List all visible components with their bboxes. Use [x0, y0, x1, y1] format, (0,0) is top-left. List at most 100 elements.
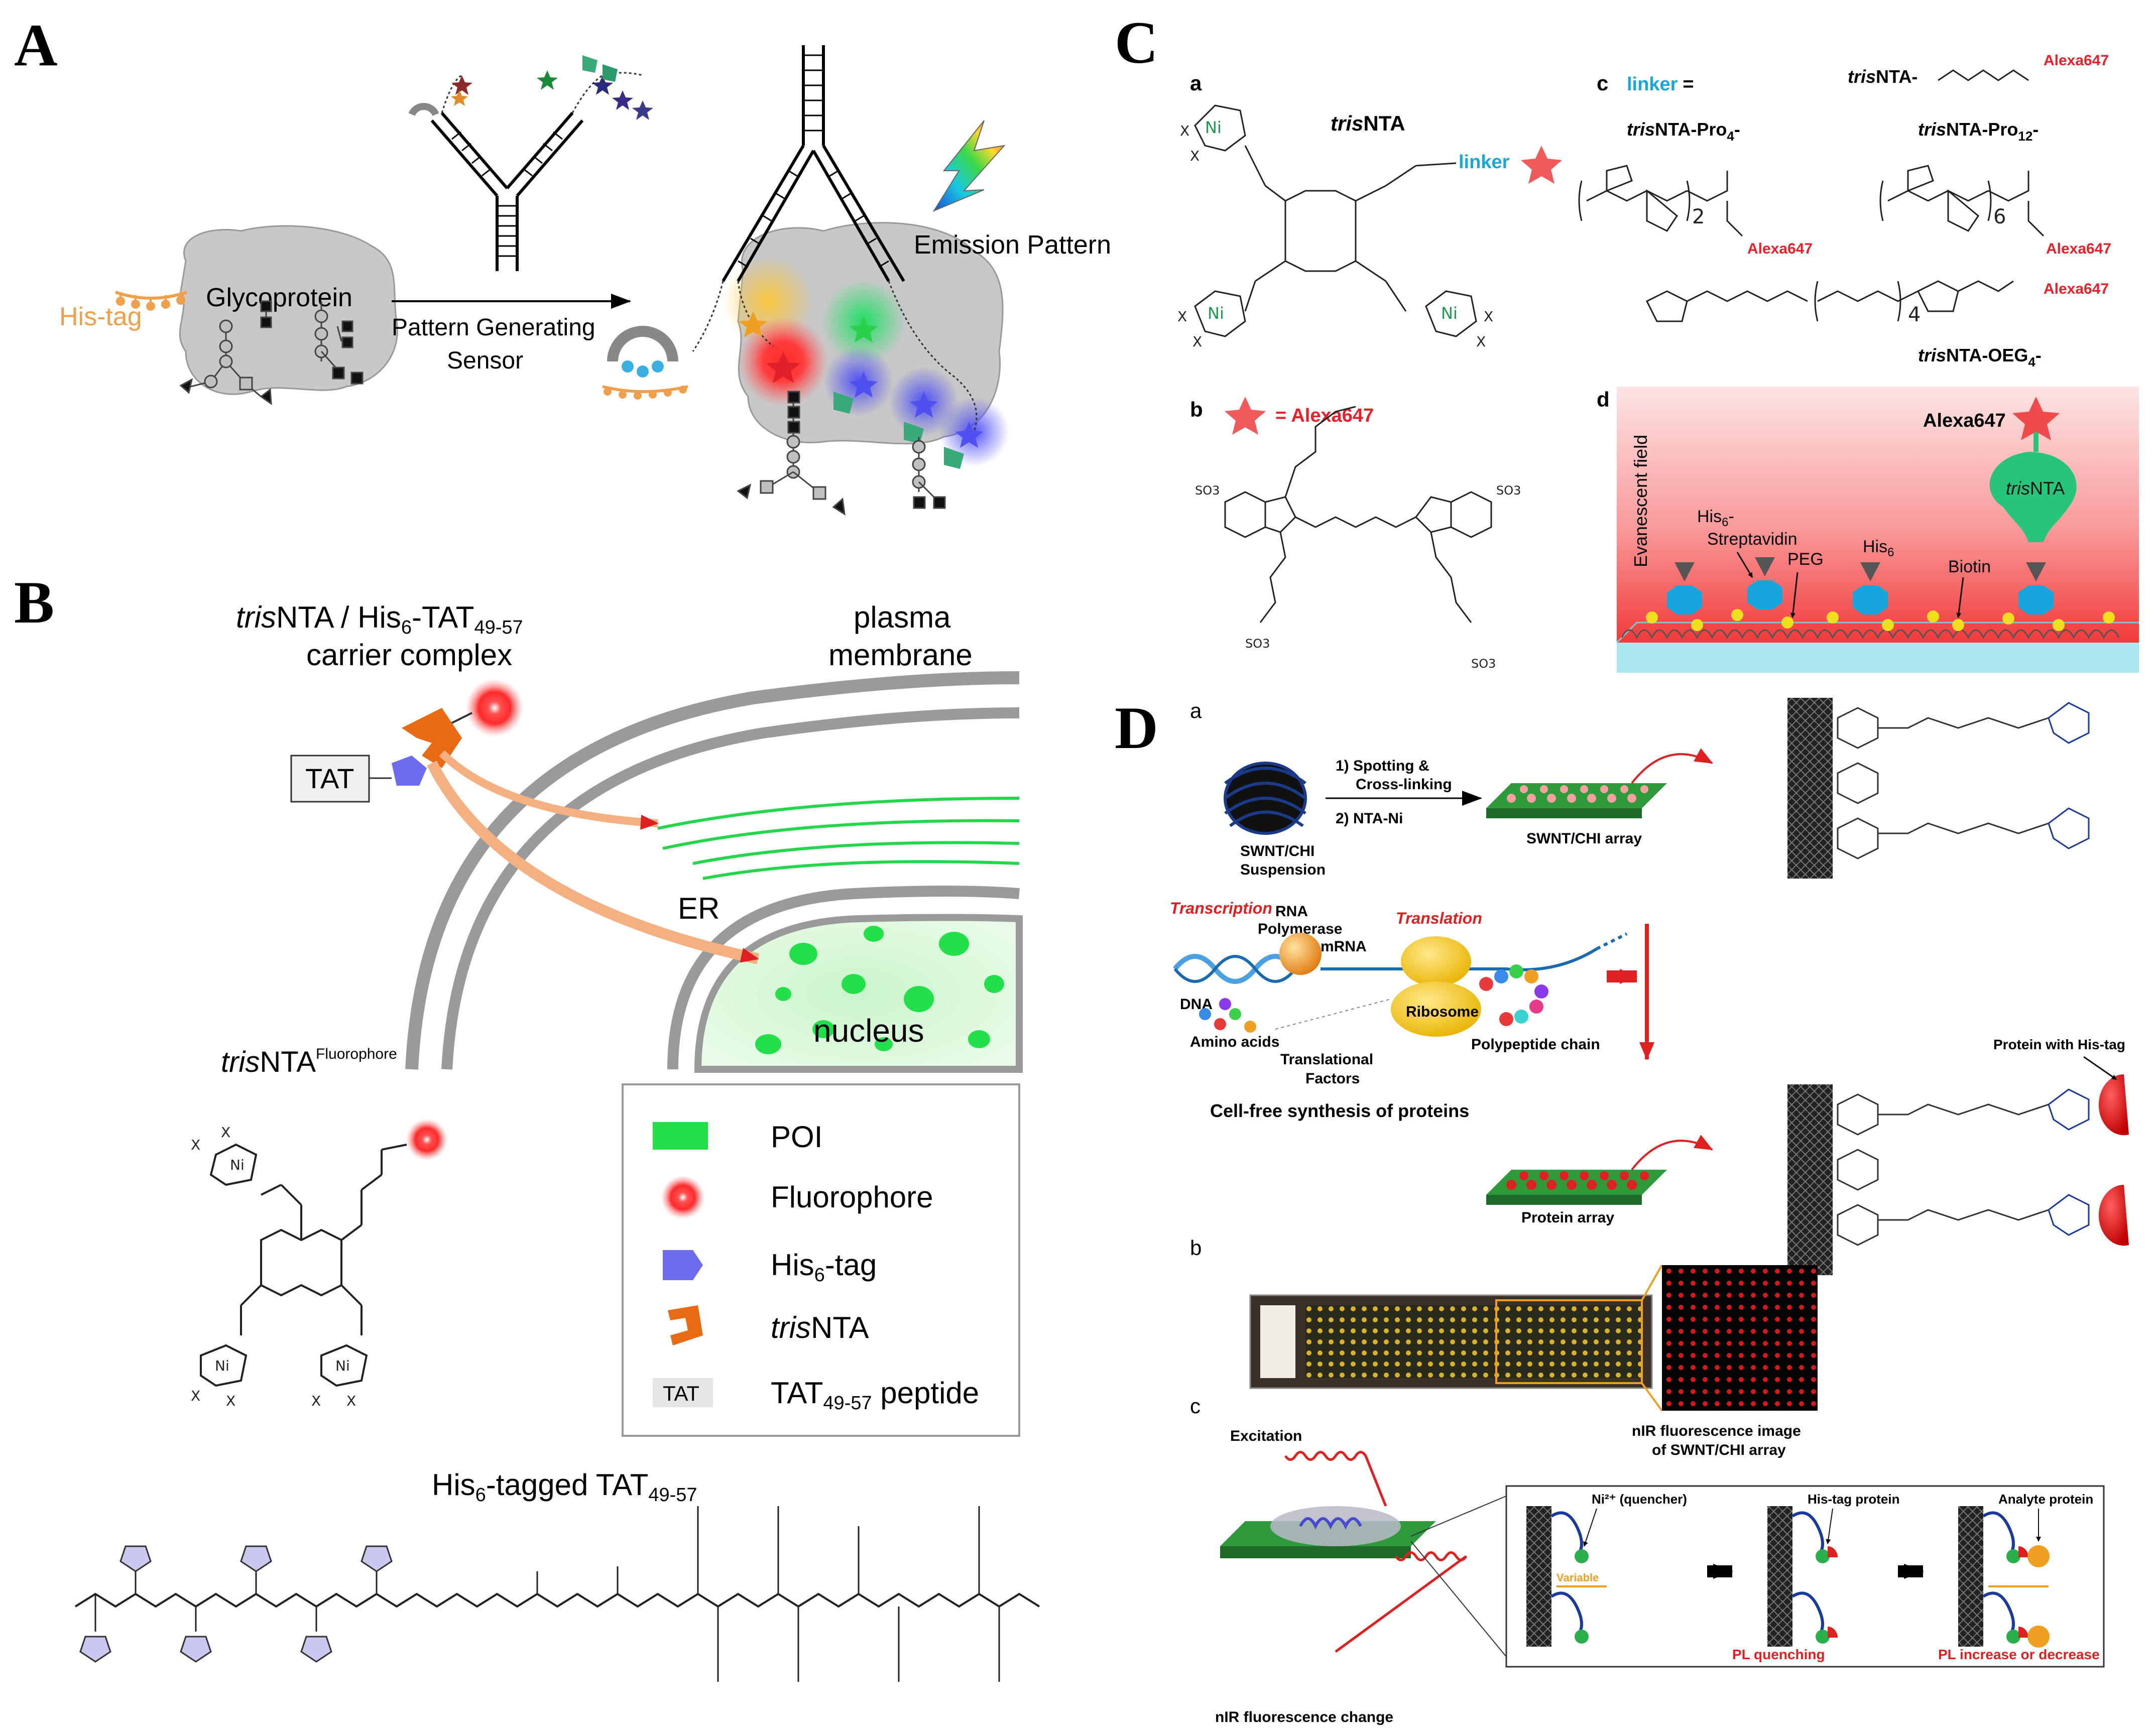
- d-b-nir-2: of SWNT/CHI array: [1652, 1442, 1786, 1458]
- d-step1b: Cross-linking: [1356, 776, 1452, 793]
- svg-text:SO3: SO3: [1195, 483, 1220, 498]
- c-a-structure: [1194, 104, 1477, 337]
- trisnta-fluor-ni-labels: Ni Ni Ni X X X X X X: [191, 1124, 356, 1409]
- emission-label: Emission Pattern: [914, 230, 1111, 260]
- nucleus-body: [694, 914, 1023, 1073]
- c-d-streptavidins: [1667, 580, 2054, 614]
- analyte-label: Analyte protein: [1998, 1492, 2093, 1507]
- c-c-pro4-title: trisNTA-Pro4-: [1627, 119, 1740, 144]
- svg-text:X: X: [221, 1124, 230, 1141]
- chitosan-structure-bottom: [1837, 1093, 2049, 1246]
- panel-letter-b: B: [14, 569, 54, 636]
- amino-acid-dots: [1199, 998, 1256, 1033]
- panel-letter-a: A: [14, 12, 58, 78]
- svg-text:X: X: [1180, 122, 1189, 139]
- svg-text:4: 4: [1908, 303, 1921, 326]
- c-c-trisnta-dash: trisNTA-: [1848, 66, 1918, 87]
- swnt-tube-bottom: [1787, 1084, 1833, 1275]
- d-c-mechanism-box: [1505, 1485, 2105, 1668]
- c-d-biotin-label: Biotin: [1948, 557, 1991, 576]
- d-b-nir-image: [1662, 1265, 1818, 1411]
- d-c-swnt-3: [1958, 1506, 2050, 1648]
- c-d-trisnta-bubble: [1989, 452, 2077, 542]
- svg-text:Ni: Ni: [1208, 304, 1224, 323]
- d-c-droplet: [1270, 1506, 1401, 1546]
- cell-free-label: Cell-free synthesis of proteins: [1210, 1100, 1469, 1121]
- svg-text:SO3: SO3: [1471, 657, 1496, 671]
- pl-inc-label: PL increase or decrease: [1938, 1647, 2100, 1662]
- excitation-label: Excitation: [1230, 1428, 1302, 1444]
- d-b-slide-array: [1305, 1305, 1642, 1378]
- legend-fluorophore-swatch: [661, 1175, 705, 1219]
- his6-tag-icon: [392, 756, 427, 786]
- legend-fluorophore-label: Fluorophore: [771, 1180, 933, 1214]
- panel-letter-c: C: [1115, 9, 1158, 76]
- d-c-variable: Variable: [1556, 1571, 1599, 1584]
- swnt-susp-2: Suspension: [1240, 861, 1326, 878]
- pattern-sensor-y: [408, 72, 643, 271]
- c-d-his6-label: His6: [1863, 537, 1894, 559]
- protein-his-label: Protein with His-tag: [1993, 1037, 2125, 1052]
- svg-text:6: 6: [1993, 205, 2006, 228]
- c-b-alexa: = Alexa647: [1275, 405, 1374, 426]
- c-d-peg-brush: [1621, 629, 2120, 640]
- c-c-linker-eq: linker=: [1627, 74, 1694, 95]
- excitation-wave: [1284, 1451, 1387, 1507]
- polypeptide-beads: [1479, 964, 1548, 1026]
- ribosome-bottom: [1391, 981, 1481, 1037]
- histidine-rings: [79, 1545, 393, 1663]
- c-b-cy5-structure: [1224, 406, 1492, 623]
- fluorophore-icon: [465, 679, 524, 737]
- svg-text:X: X: [1192, 333, 1202, 350]
- svg-text:X: X: [346, 1393, 356, 1409]
- amino-label: Amino acids: [1190, 1034, 1279, 1050]
- legend-poi-label: POI: [771, 1120, 822, 1154]
- legend-trisnta-swatch: [668, 1305, 703, 1345]
- trans-factors-1: Translational: [1280, 1051, 1373, 1068]
- plasma-label-1: plasma: [854, 600, 951, 634]
- c-d-his6strep-label-2: Streptavidin: [1707, 530, 1798, 549]
- c-d-his6-triangles: [1674, 557, 2046, 581]
- translation-label: Translation: [1396, 909, 1482, 927]
- his-binder-beads: [622, 360, 664, 378]
- plasma-label-2: membrane: [828, 638, 973, 672]
- c-c-oeg-structure: [1645, 280, 2014, 322]
- legend-his6-label: His6-tag: [771, 1248, 877, 1286]
- d-red-curve-2: [1631, 1135, 1713, 1171]
- nucleus-envelope-outer: [667, 886, 1020, 1070]
- svg-text:2: 2: [1692, 205, 1705, 228]
- d-c-label: c: [1190, 1394, 1201, 1418]
- svg-text:X: X: [1177, 308, 1187, 325]
- d-c-swnt-1: [1526, 1506, 1607, 1647]
- polypeptide-label: Polypeptide chain: [1471, 1036, 1600, 1053]
- his6-tat-title: His6-tagged TAT49-57: [432, 1468, 697, 1506]
- c-c-alexa-2: Alexa647: [1747, 240, 1813, 257]
- his6-tat-peptide: [74, 1506, 1040, 1682]
- swnt-susp-1: SWNT/CHI: [1240, 843, 1314, 859]
- c-c-pro-structures: [1578, 165, 2045, 237]
- d-step2: 2) NTA-Ni: [1336, 810, 1403, 827]
- structure-fluorophore-icon: [406, 1119, 448, 1161]
- transcription-label: Transcription: [1170, 899, 1272, 917]
- c-d-biotin-dots: [1646, 609, 2115, 631]
- carrier-title: trisNTA / His6-TAT49-57: [236, 600, 523, 638]
- glycan-tree-right: [314, 301, 364, 385]
- swnt-tube-top: [1787, 698, 1833, 879]
- tat-box-label: TAT: [305, 763, 354, 794]
- membrane-arcs: [405, 671, 1020, 1070]
- svg-text:X: X: [191, 1137, 200, 1153]
- d-b-nir-1: nIR fluorescence image: [1632, 1423, 1801, 1439]
- nucleus-label: nucleus: [813, 1013, 924, 1049]
- c-a-alexa-star: [1521, 146, 1562, 184]
- delivery-arrow-nucleus: [427, 761, 760, 964]
- svg-text:X: X: [1476, 333, 1486, 350]
- sensor-stars-top: [451, 55, 653, 120]
- his-binder: [607, 326, 678, 362]
- glycoprotein-blob: [179, 225, 398, 395]
- trans-factors-2: Factors: [1305, 1070, 1360, 1087]
- svg-text:X: X: [311, 1393, 321, 1409]
- c-c-alexa-4: Alexa647: [2044, 281, 2109, 297]
- er-membrane: [657, 797, 1020, 880]
- nta-ni-bottom: [2048, 1088, 2090, 1236]
